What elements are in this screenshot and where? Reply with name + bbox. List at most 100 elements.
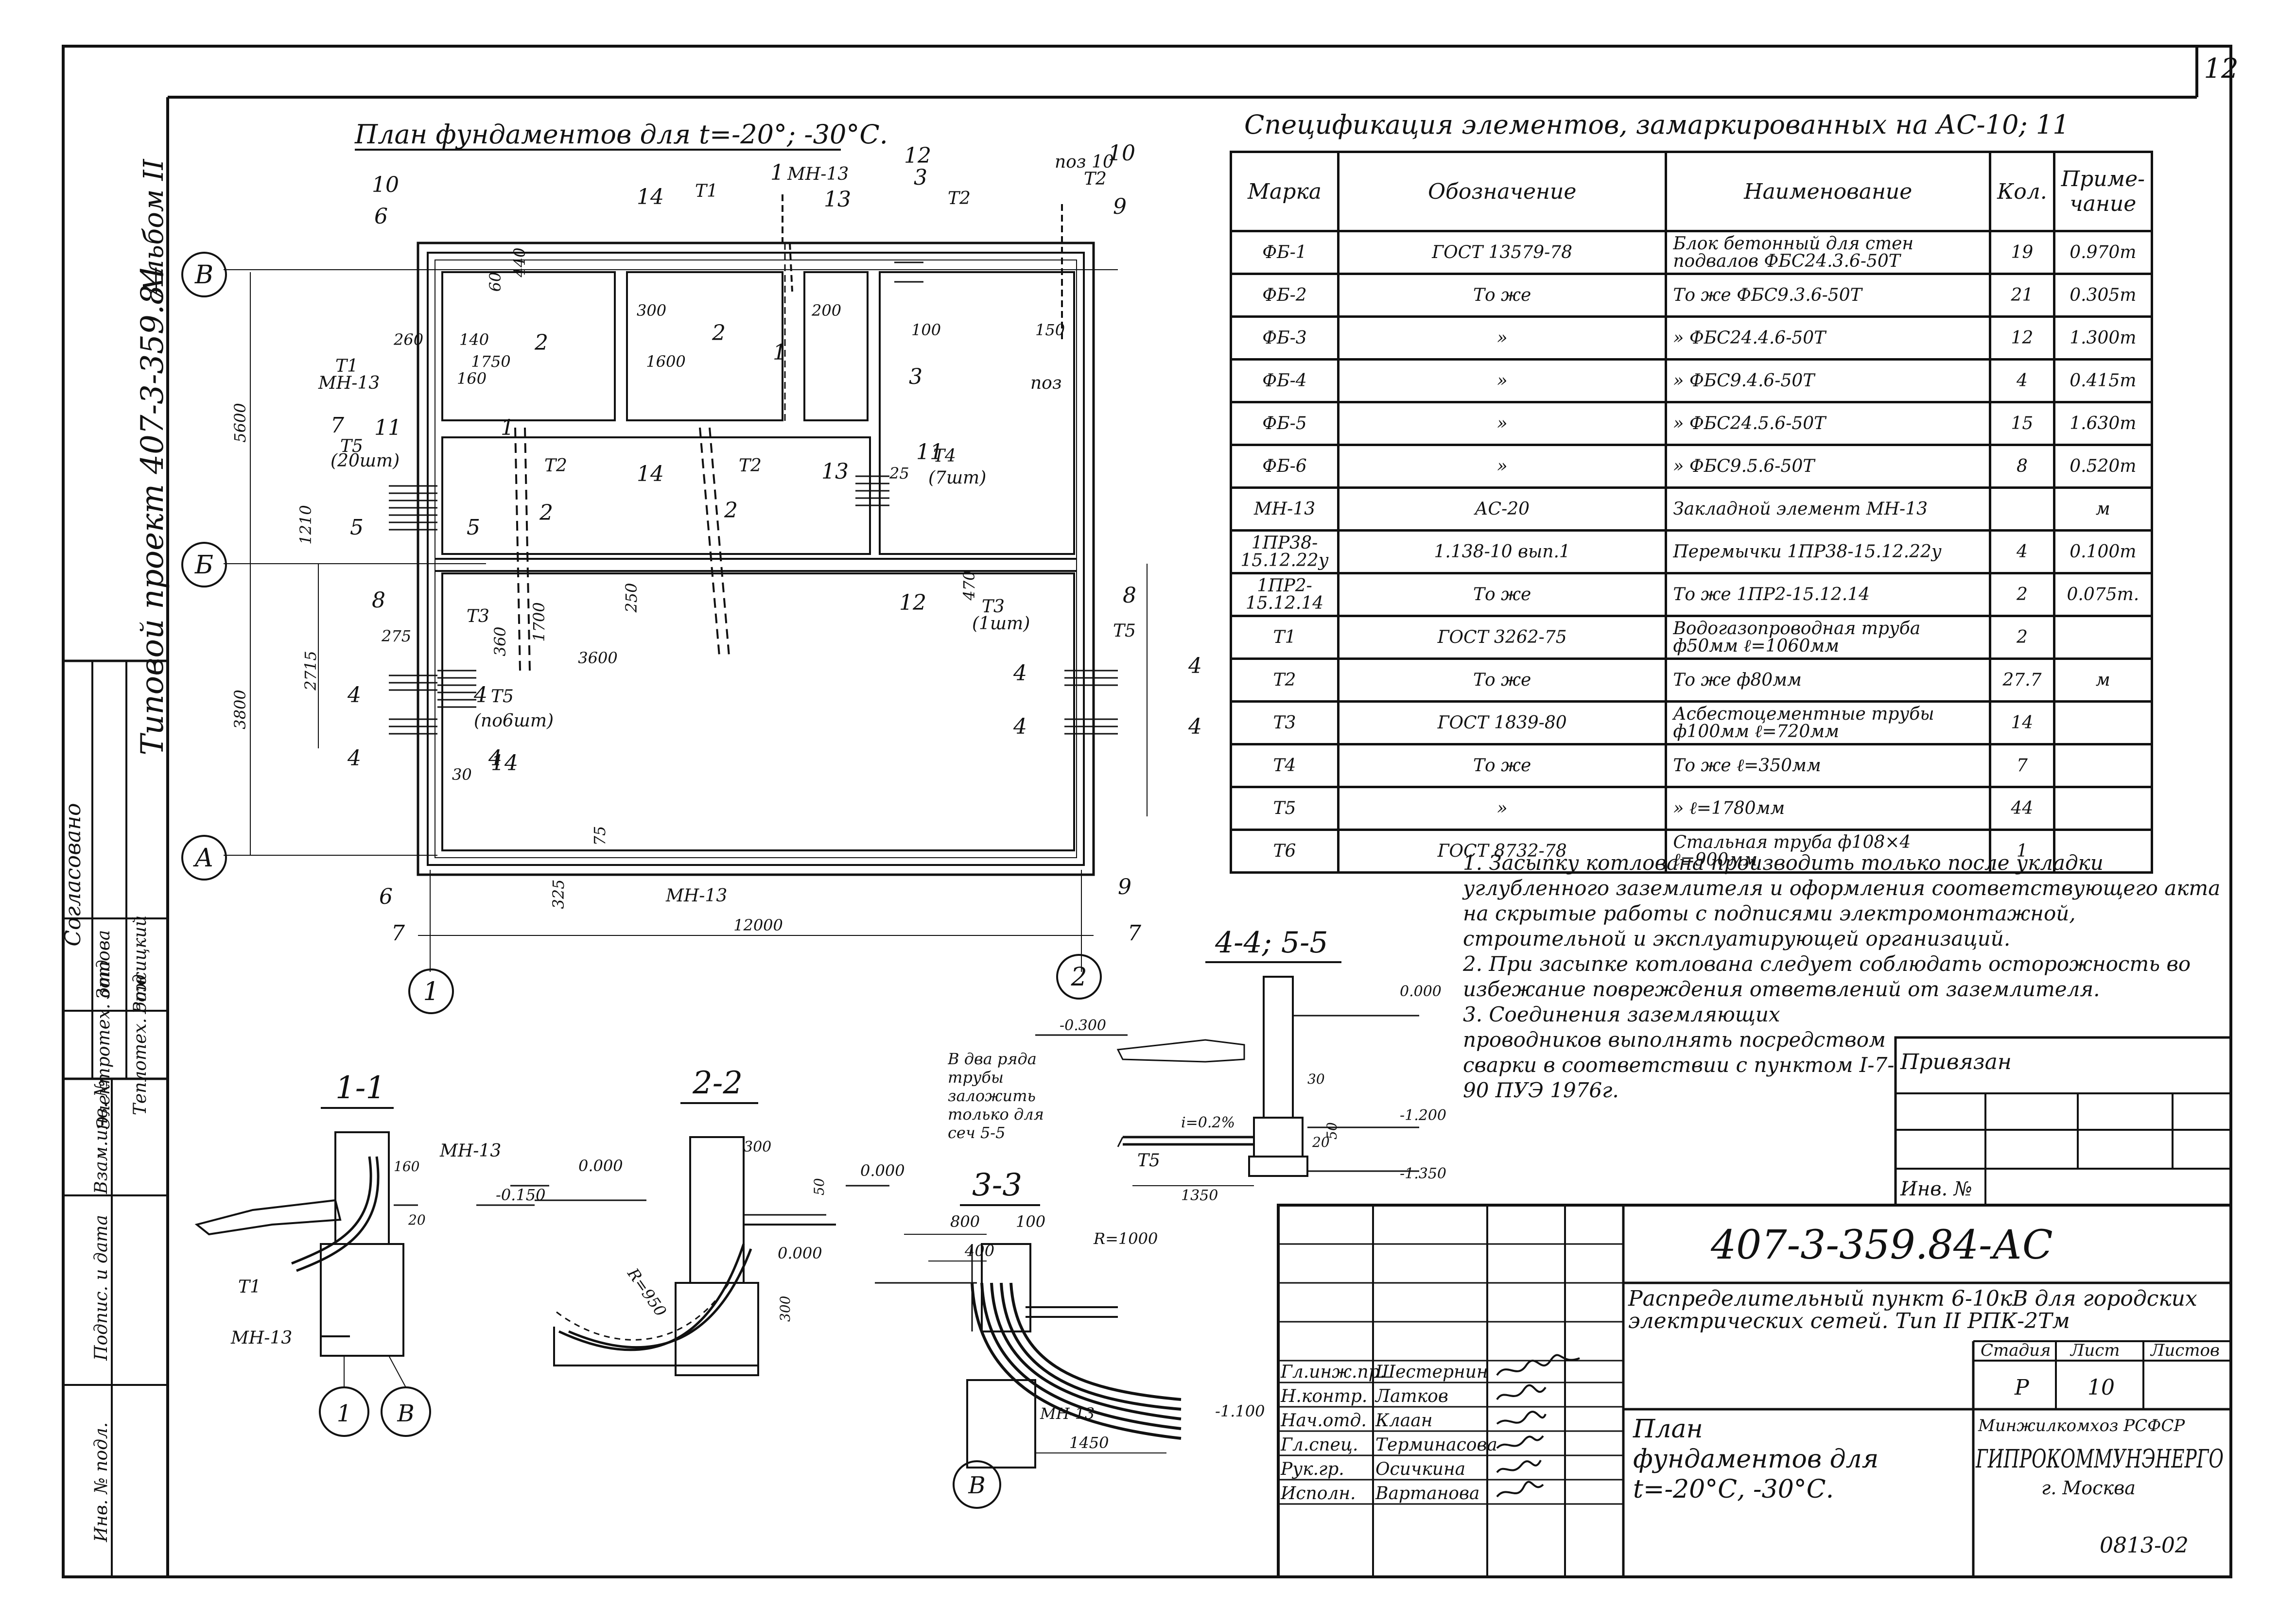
spec-header-qty: Кол. [1989, 151, 2055, 232]
staff-list: Гл.инж.пр. Шестернин Н.контр. Латков Нач… [1280, 1362, 1497, 1503]
s22-radius: R=950 [624, 1264, 670, 1320]
spec-cell-name: Перемычки 1ПР38-15.12.22у [1665, 529, 1992, 574]
general-notes: 1. Засыпку котлована производить только … [1463, 850, 2221, 1103]
spec-cell-qty: 14 [1989, 700, 2055, 745]
svg-text:325: 325 [549, 879, 568, 909]
svg-text:(20шт): (20шт) [330, 451, 400, 471]
spec-cell-note: 0.970т [2052, 230, 2154, 275]
svg-text:4: 4 [1188, 714, 1202, 739]
spec-cell-qty: 8 [1989, 444, 2055, 489]
svg-text:поз: поз [1030, 373, 1062, 393]
spec-cell-name: То же ℓ=350мм [1665, 743, 1992, 788]
signature-scribbles [1496, 1354, 1580, 1498]
svg-text:поз 10: поз 10 [1055, 152, 1114, 172]
svg-text:1: 1 [501, 415, 514, 440]
svg-text:МН-13: МН-13 [318, 373, 380, 393]
section-1-1-title: 1-1 [335, 1070, 385, 1106]
svg-text:3: 3 [914, 165, 927, 190]
spec-cell-note: 0.075т. [2052, 572, 2154, 617]
spec-cell-note [2052, 700, 2154, 745]
svg-text:4: 4 [347, 683, 361, 708]
spec-cell-mark: ФБ-6 [1230, 444, 1339, 489]
dept2-label: Теплотех. отд [130, 974, 150, 1115]
svg-text:275: 275 [381, 627, 411, 645]
staff-name-0: Шестернин [1375, 1362, 1488, 1382]
spec-cell-mark: ФБ-2 [1230, 273, 1339, 318]
spec-cell-qty: 2 [1989, 572, 2055, 617]
spec-cell-des: » [1337, 315, 1668, 361]
svg-text:2715: 2715 [301, 651, 320, 691]
s44-level-300: -0.300 [1060, 1017, 1106, 1034]
svg-text:2: 2 [724, 498, 738, 523]
svg-text:200: 200 [811, 301, 841, 320]
svg-text:Т1: Т1 [695, 181, 718, 201]
svg-text:1: 1 [770, 160, 784, 185]
svg-text:8: 8 [372, 588, 385, 613]
svg-text:5: 5 [350, 515, 364, 540]
svg-text:5: 5 [467, 515, 480, 540]
svg-text:(по6шт): (по6шт) [474, 711, 554, 731]
spec-cell-qty: 21 [1989, 273, 2055, 318]
spec-cell-note: 1.300т [2052, 315, 2154, 361]
spec-cell-des: » [1337, 786, 1668, 831]
spec-cell-des: То же [1337, 572, 1668, 617]
binding-inv-label: Инв. № [1900, 1178, 1972, 1200]
spec-cell-qty: 12 [1989, 315, 2055, 361]
svg-text:7: 7 [391, 921, 405, 946]
s11-dim-20: 20 [408, 1212, 426, 1228]
svg-text:2: 2 [534, 330, 548, 355]
spec-cell-des: » [1337, 401, 1668, 446]
svg-text:6: 6 [379, 884, 393, 909]
spec-cell-name: То же ф80мм [1665, 657, 1992, 703]
spec-cell-qty: 19 [1989, 230, 2055, 275]
s44-dim-1350: 1350 [1181, 1187, 1218, 1204]
svg-text:10: 10 [1108, 141, 1135, 166]
field-inv-orig: Инв. № подл. [91, 1422, 111, 1543]
note-item: 3. Соединения заземляющих проводников вы… [1463, 1002, 1895, 1102]
svg-text:470: 470 [960, 570, 978, 601]
svg-text:300: 300 [637, 301, 666, 320]
spec-header-note: Приме-чание [2052, 151, 2154, 232]
svg-text:360: 360 [491, 626, 509, 656]
s33-dim-100: 100 [1016, 1212, 1045, 1231]
svg-text:14: 14 [637, 185, 664, 209]
spec-cell-qty: 27.7 [1989, 657, 2055, 703]
plan-section-marks: 1 1 1 2 2 2 2 3 3 4 4 4 4 4 4 4 4 5 5 6 … [330, 141, 1202, 946]
spec-header-name: Наименование [1665, 151, 1992, 232]
svg-text:3600: 3600 [578, 649, 617, 667]
svg-text:1750: 1750 [471, 352, 510, 371]
spec-cell-mark: Т1 [1230, 615, 1339, 660]
org-city: г. Москва [2041, 1477, 2136, 1499]
svg-text:Т2: Т2 [948, 189, 971, 208]
svg-text:1: 1 [773, 340, 786, 365]
spec-cell-mark: МН-13 [1230, 486, 1339, 532]
spec-cell-des: То же [1337, 657, 1668, 703]
spec-header-designation: Обозначение [1337, 151, 1668, 232]
svg-text:4: 4 [488, 746, 502, 771]
spec-cell-mark: Т5 [1230, 786, 1339, 831]
svg-text:МН-13: МН-13 [665, 886, 727, 906]
field-replace-inv: Взам.инв. № [91, 1080, 111, 1194]
s44-level-1350: -1.350 [1400, 1165, 1446, 1182]
title-block-frame [1277, 1204, 2232, 1578]
specification-table: Марка Обозначение Наименование Кол. Прим… [1230, 151, 2154, 874]
section-1-1 [194, 1131, 535, 1437]
spec-cell-note: м [2052, 486, 2154, 532]
note-item: 2. При засыпке котлована следует соблюда… [1463, 952, 2191, 1001]
svg-text:9: 9 [1118, 875, 1131, 899]
svg-text:7: 7 [330, 413, 344, 438]
dept1-label: Электротех. отд [94, 960, 114, 1129]
spec-cell-des: » [1337, 358, 1668, 403]
s33-dim-400: 400 [964, 1242, 994, 1260]
s44-dim-20: 20 [1312, 1134, 1330, 1150]
svg-text:12000: 12000 [733, 916, 783, 934]
svg-text:Т4: Т4 [933, 446, 956, 466]
spec-cell-name: Асбестоцементные трубы ф100мм ℓ=720мм [1665, 700, 1992, 745]
spec-cell-note: м [2052, 657, 2154, 703]
sheet-header: Лист [2070, 1341, 2120, 1360]
